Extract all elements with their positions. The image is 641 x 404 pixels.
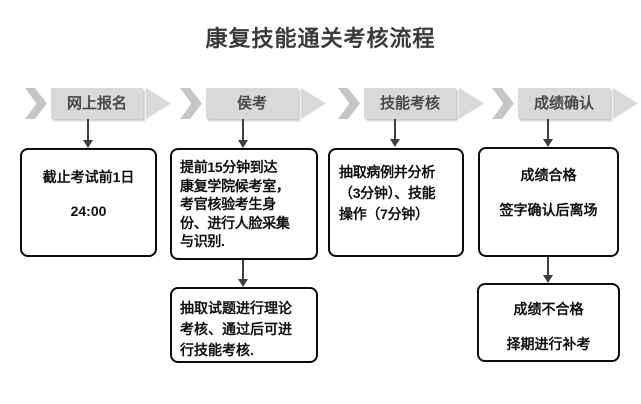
flow-box-case-analysis: 抽取病例并分析 （3分钟）、技能 操作（7分钟）	[328, 148, 464, 257]
box-text-line: 考官核验考生身	[180, 196, 276, 212]
box-text-line: 成绩合格	[520, 167, 577, 183]
connector-arrow	[390, 119, 400, 147]
arrowhead-down-icon	[543, 139, 553, 147]
chevron-right-icon	[180, 88, 202, 119]
step-label: 侯考	[206, 88, 298, 119]
arrow-right-icon	[146, 88, 171, 119]
step-label: 网上报名	[51, 88, 143, 119]
flow-box-theory-exam: 抽取试题进行理论 考核、通过后可进 行技能考核.	[170, 287, 318, 363]
box-text-line: 考核、通过后可进	[180, 321, 292, 337]
chevron-right-icon	[492, 88, 514, 119]
box-text-line: 康复学院候考室，	[180, 177, 290, 194]
connector-arrow	[83, 119, 93, 148]
step-label: 技能考核	[364, 88, 456, 119]
connector-arrow	[543, 119, 553, 147]
connector-arrow	[238, 260, 248, 287]
chevron-right-icon	[25, 88, 47, 119]
arrow-right-icon	[613, 88, 638, 119]
box-text-line: 择期进行补考	[506, 336, 591, 352]
box-text-line: 与识别.	[180, 233, 225, 249]
connector-line	[242, 260, 244, 279]
box-text-line: 24:00	[70, 203, 107, 219]
connector-line	[242, 119, 244, 140]
box-text-line: 抽取病例并分析	[339, 164, 435, 180]
box-text-line: 成绩不合格	[513, 301, 584, 317]
connector-line	[394, 119, 396, 139]
box-text-line: （3分钟）、技能	[339, 185, 436, 201]
arrowhead-down-icon	[83, 140, 93, 148]
arrow-right-icon	[301, 88, 326, 119]
connector-line	[547, 119, 549, 139]
box-text-line: 签字确认后离场	[499, 202, 598, 218]
box-text-line: 截止考试前1日	[42, 169, 135, 185]
box-text-line: 操作（7分钟）	[339, 206, 429, 222]
connector-arrow	[543, 257, 553, 283]
flow-box-waiting-room: 提前15分钟到达 康复学院候考室， 考官核验考生身 份、进行人脸采集 与识别.	[170, 148, 318, 260]
chevron-right-icon	[338, 88, 360, 119]
box-text-line: 份、进行人脸采集	[180, 214, 290, 231]
arrowhead-down-icon	[238, 279, 248, 287]
box-text-line: 行技能考核.	[180, 342, 254, 358]
arrowhead-down-icon	[543, 275, 553, 283]
connector-arrow	[238, 119, 248, 148]
arrowhead-down-icon	[390, 139, 400, 147]
flow-box-registration-deadline: 截止考试前1日 24:00	[20, 148, 157, 257]
box-text-line: 提前15分钟到达	[180, 159, 278, 175]
connector-line	[547, 257, 549, 275]
flowchart-title: 康复技能通关考核流程	[205, 26, 436, 51]
box-text-line: 抽取试题进行理论	[180, 300, 292, 316]
step-label: 成绩确认	[518, 88, 610, 119]
arrow-right-icon	[459, 88, 484, 119]
connector-line	[87, 119, 89, 140]
flow-box-score-fail: 成绩不合格 择期进行补考	[477, 283, 620, 362]
arrowhead-down-icon	[238, 140, 248, 148]
flow-box-score-pass: 成绩合格 签字确认后离场	[478, 147, 619, 257]
